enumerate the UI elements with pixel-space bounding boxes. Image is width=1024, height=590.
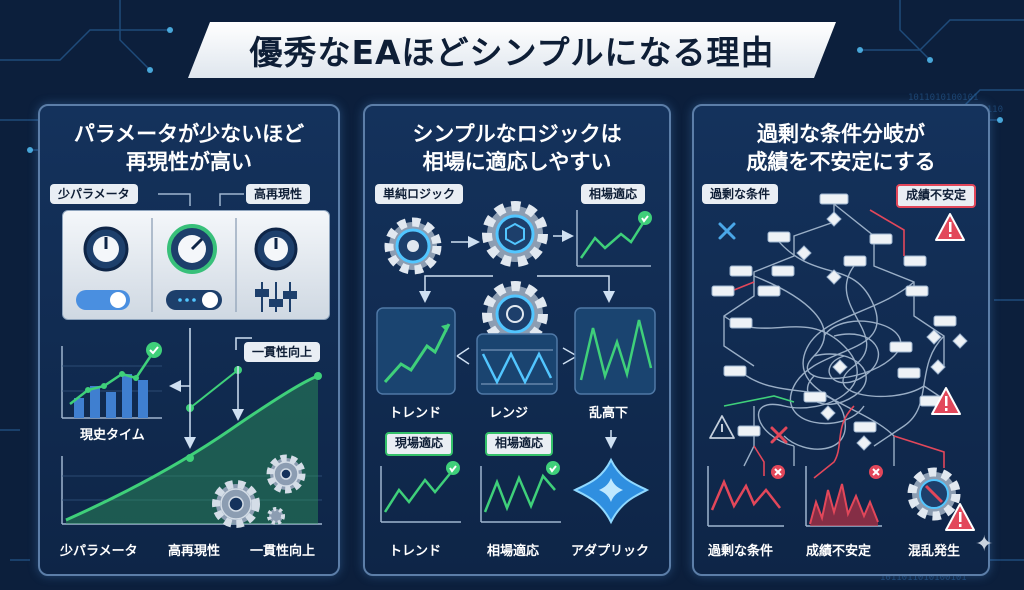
growth-chart <box>61 328 322 525</box>
title-banner: 優秀なEAほどシンプルになる理由 <box>188 22 836 78</box>
panel3-title: 過剰な条件分岐が 成績を不安定にする <box>746 122 936 174</box>
warning-icon <box>935 213 965 241</box>
tag-high-repro: 高再現性 <box>246 184 311 204</box>
label-volatile: 乱高下 <box>589 406 629 421</box>
dial-icon <box>167 224 217 274</box>
gear-icon <box>907 467 961 521</box>
realtime-chart <box>61 342 162 419</box>
warning-icon <box>709 415 735 439</box>
check-icon <box>546 461 560 475</box>
field-adapt-chart <box>380 461 461 523</box>
panel2-title: シンプルなロジックは 相場に適応しやすい <box>412 122 622 174</box>
label-high-repro: 高再現性 <box>168 544 221 559</box>
panel3-graphics <box>707 193 975 531</box>
panel1-graphics <box>61 193 322 528</box>
gear-icon <box>212 454 306 528</box>
slider-icon <box>255 282 297 312</box>
label-chaos: 混乱発生 <box>908 544 961 559</box>
tag-simple-logic: 単純ロジック <box>375 184 464 204</box>
check-icon <box>146 342 162 358</box>
check-icon <box>446 461 460 475</box>
panel-conditions: 過剰な条件分岐が 成績を不安定にする 過剰な条件 成績不安定 <box>692 104 990 576</box>
cross-icon <box>869 465 883 479</box>
excess-conditions-chart <box>707 465 785 527</box>
label-range: レンジ <box>489 406 529 421</box>
svg-text:1011010100101: 1011010100101 <box>908 93 978 103</box>
label-consistency: 一貫性向上 <box>250 544 316 559</box>
toggle-icon <box>166 290 222 310</box>
label-unstable: 成績不安定 <box>806 544 872 559</box>
tag-excess-conditions: 過剰な条件 <box>702 184 779 204</box>
spark-icon <box>572 457 650 525</box>
volatile-box <box>574 307 656 395</box>
panel2-graphics <box>376 201 656 525</box>
cross-icon <box>771 465 785 479</box>
toggle-icon <box>76 290 130 310</box>
cross-icon <box>770 426 788 444</box>
svg-text:1011011010100101: 1011011010100101 <box>880 573 967 583</box>
tag-few-params: 少パラメータ <box>50 184 138 204</box>
label-few-params: 少パラメータ <box>60 544 138 559</box>
tag-market-adapt: 相場適応 <box>581 184 646 204</box>
warning-icon <box>931 387 961 415</box>
tag-market-adapt-2: 相場適応 <box>485 432 554 456</box>
warning-icon <box>945 503 975 531</box>
label-trend: トレンド <box>389 406 442 421</box>
label-adaptive: アダプリック <box>571 544 650 559</box>
tag-field-adapt: 現場適応 <box>385 432 454 456</box>
panel1-title: パラメータが少ないほど 再現性が高い <box>73 122 305 174</box>
unstable-chart <box>805 465 883 527</box>
cross-icon <box>718 222 736 240</box>
range-box <box>476 333 558 395</box>
trend-box <box>376 307 456 395</box>
label-trend-2: トレンド <box>389 544 442 559</box>
panel-parameters: パラメータが少ないほど 再現性が高い 少パラメータ 高再現性 <box>38 104 340 576</box>
tag-unstable: 成績不安定 <box>896 184 977 208</box>
page-title: 優秀なEAほどシンプルになる理由 <box>249 33 775 72</box>
tag-consistency: 一貫性向上 <box>244 342 321 362</box>
market-adapt-chart <box>576 210 652 267</box>
panel-logic: シンプルなロジックは 相場に適応しやすい 単純ロジック 相場適応 <box>363 104 671 576</box>
dial-icon <box>254 227 298 271</box>
gear-icon <box>384 217 442 275</box>
gear-icon <box>482 201 548 267</box>
market-adapt2-chart <box>480 461 561 523</box>
label-excess-conditions: 過剰な条件 <box>708 544 774 559</box>
label-realtime: 現史タイム <box>80 428 145 443</box>
dial-icon <box>83 226 129 272</box>
gear-icon <box>482 281 548 347</box>
check-icon <box>638 211 652 225</box>
spark-icon: ✦ <box>975 532 994 557</box>
label-market-adapt: 相場適応 <box>487 544 540 559</box>
